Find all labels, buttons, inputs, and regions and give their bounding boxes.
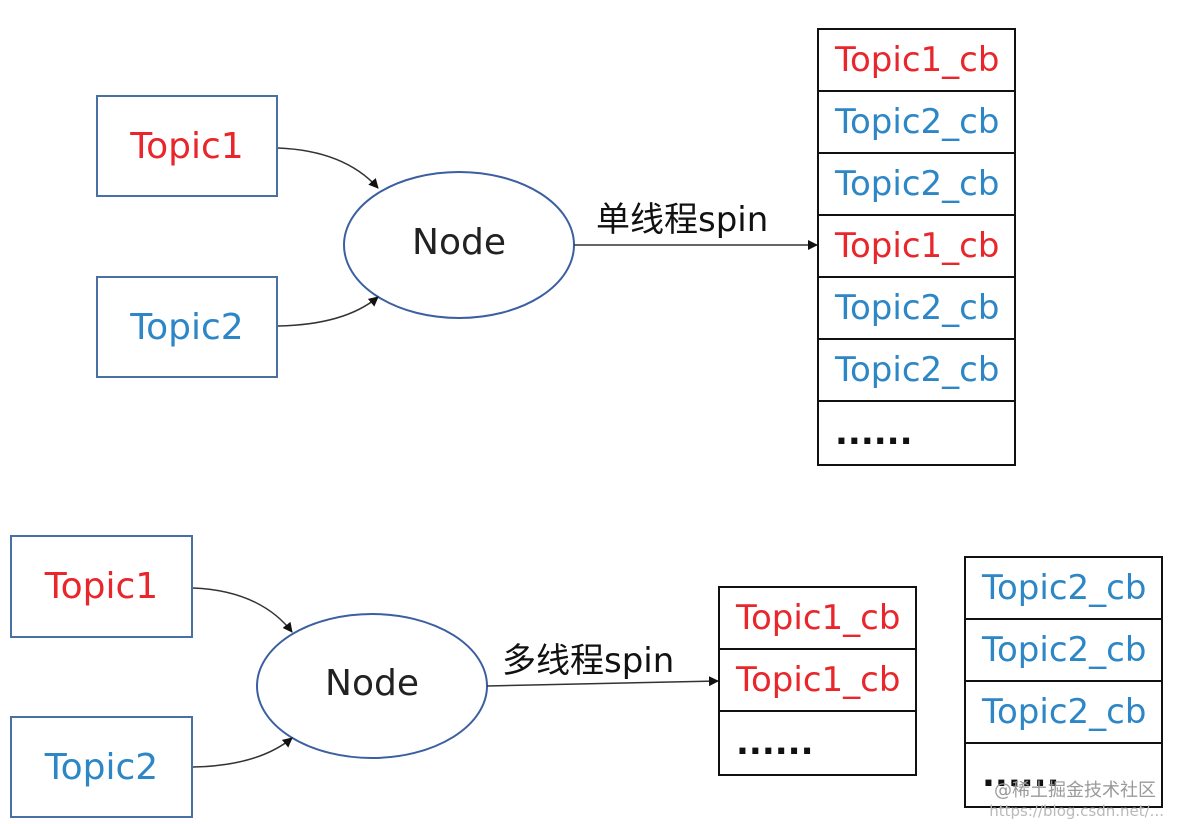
topic1-label-bottom: Topic1 — [44, 566, 159, 607]
watermark-url: https://blog.csdn.net/... — [989, 802, 1164, 820]
topic1-label-top: Topic1 — [130, 125, 244, 167]
topic1-box-top: Topic1 — [96, 95, 278, 197]
multi-thread-spin-label: 多线程spin — [502, 641, 675, 681]
topic2-box-top: Topic2 — [96, 276, 278, 378]
node-label-top: Node — [412, 222, 506, 263]
node-label-bottom: Node — [325, 663, 419, 704]
queue-top-cell: Topic2_cb — [819, 278, 1014, 340]
edge-topic2-node-top — [277, 296, 379, 327]
topic2-label-bottom: Topic2 — [44, 746, 159, 788]
queue-top-cell: Topic1_cb — [819, 30, 1014, 92]
queue-bottom-b-cell: Topic2_cb — [966, 682, 1161, 744]
edge-topic1-node-top — [277, 147, 379, 189]
edge-topic2-node-bottom — [192, 737, 293, 768]
edge-topic1-node-bottom — [192, 587, 293, 633]
edge-node-queue-bottom — [486, 676, 719, 687]
queue-top-ellipsis: ...... — [835, 413, 913, 453]
topic2-box-bottom: Topic2 — [10, 716, 193, 818]
queue-bottom-b-cell: Topic2_cb — [966, 620, 1161, 682]
queue-top-cell: Topic1_cb — [819, 216, 1014, 278]
watermark-brand: @稀土掘金技术社区 — [994, 780, 1156, 801]
queue-top-cell: Topic2_cb — [819, 154, 1014, 216]
queue-top-cell: Topic2_cb — [819, 340, 1014, 402]
topic1-box-bottom: Topic1 — [10, 535, 193, 638]
queue-bottom-b-cell: Topic2_cb — [966, 558, 1161, 620]
queue-bottom-b-ellipsis: ...... — [982, 755, 1060, 795]
queue-bottom-a-ellipsis: ...... — [736, 723, 814, 763]
queue-top-cell: Topic2_cb — [819, 92, 1014, 154]
queue-bottom-a-cell: Topic1_cb — [720, 650, 915, 712]
topic2-label-top: Topic2 — [130, 306, 244, 348]
queue-bottom-a-cell: Topic1_cb — [720, 588, 915, 650]
single-thread-spin-label: 单线程spin — [596, 200, 769, 240]
